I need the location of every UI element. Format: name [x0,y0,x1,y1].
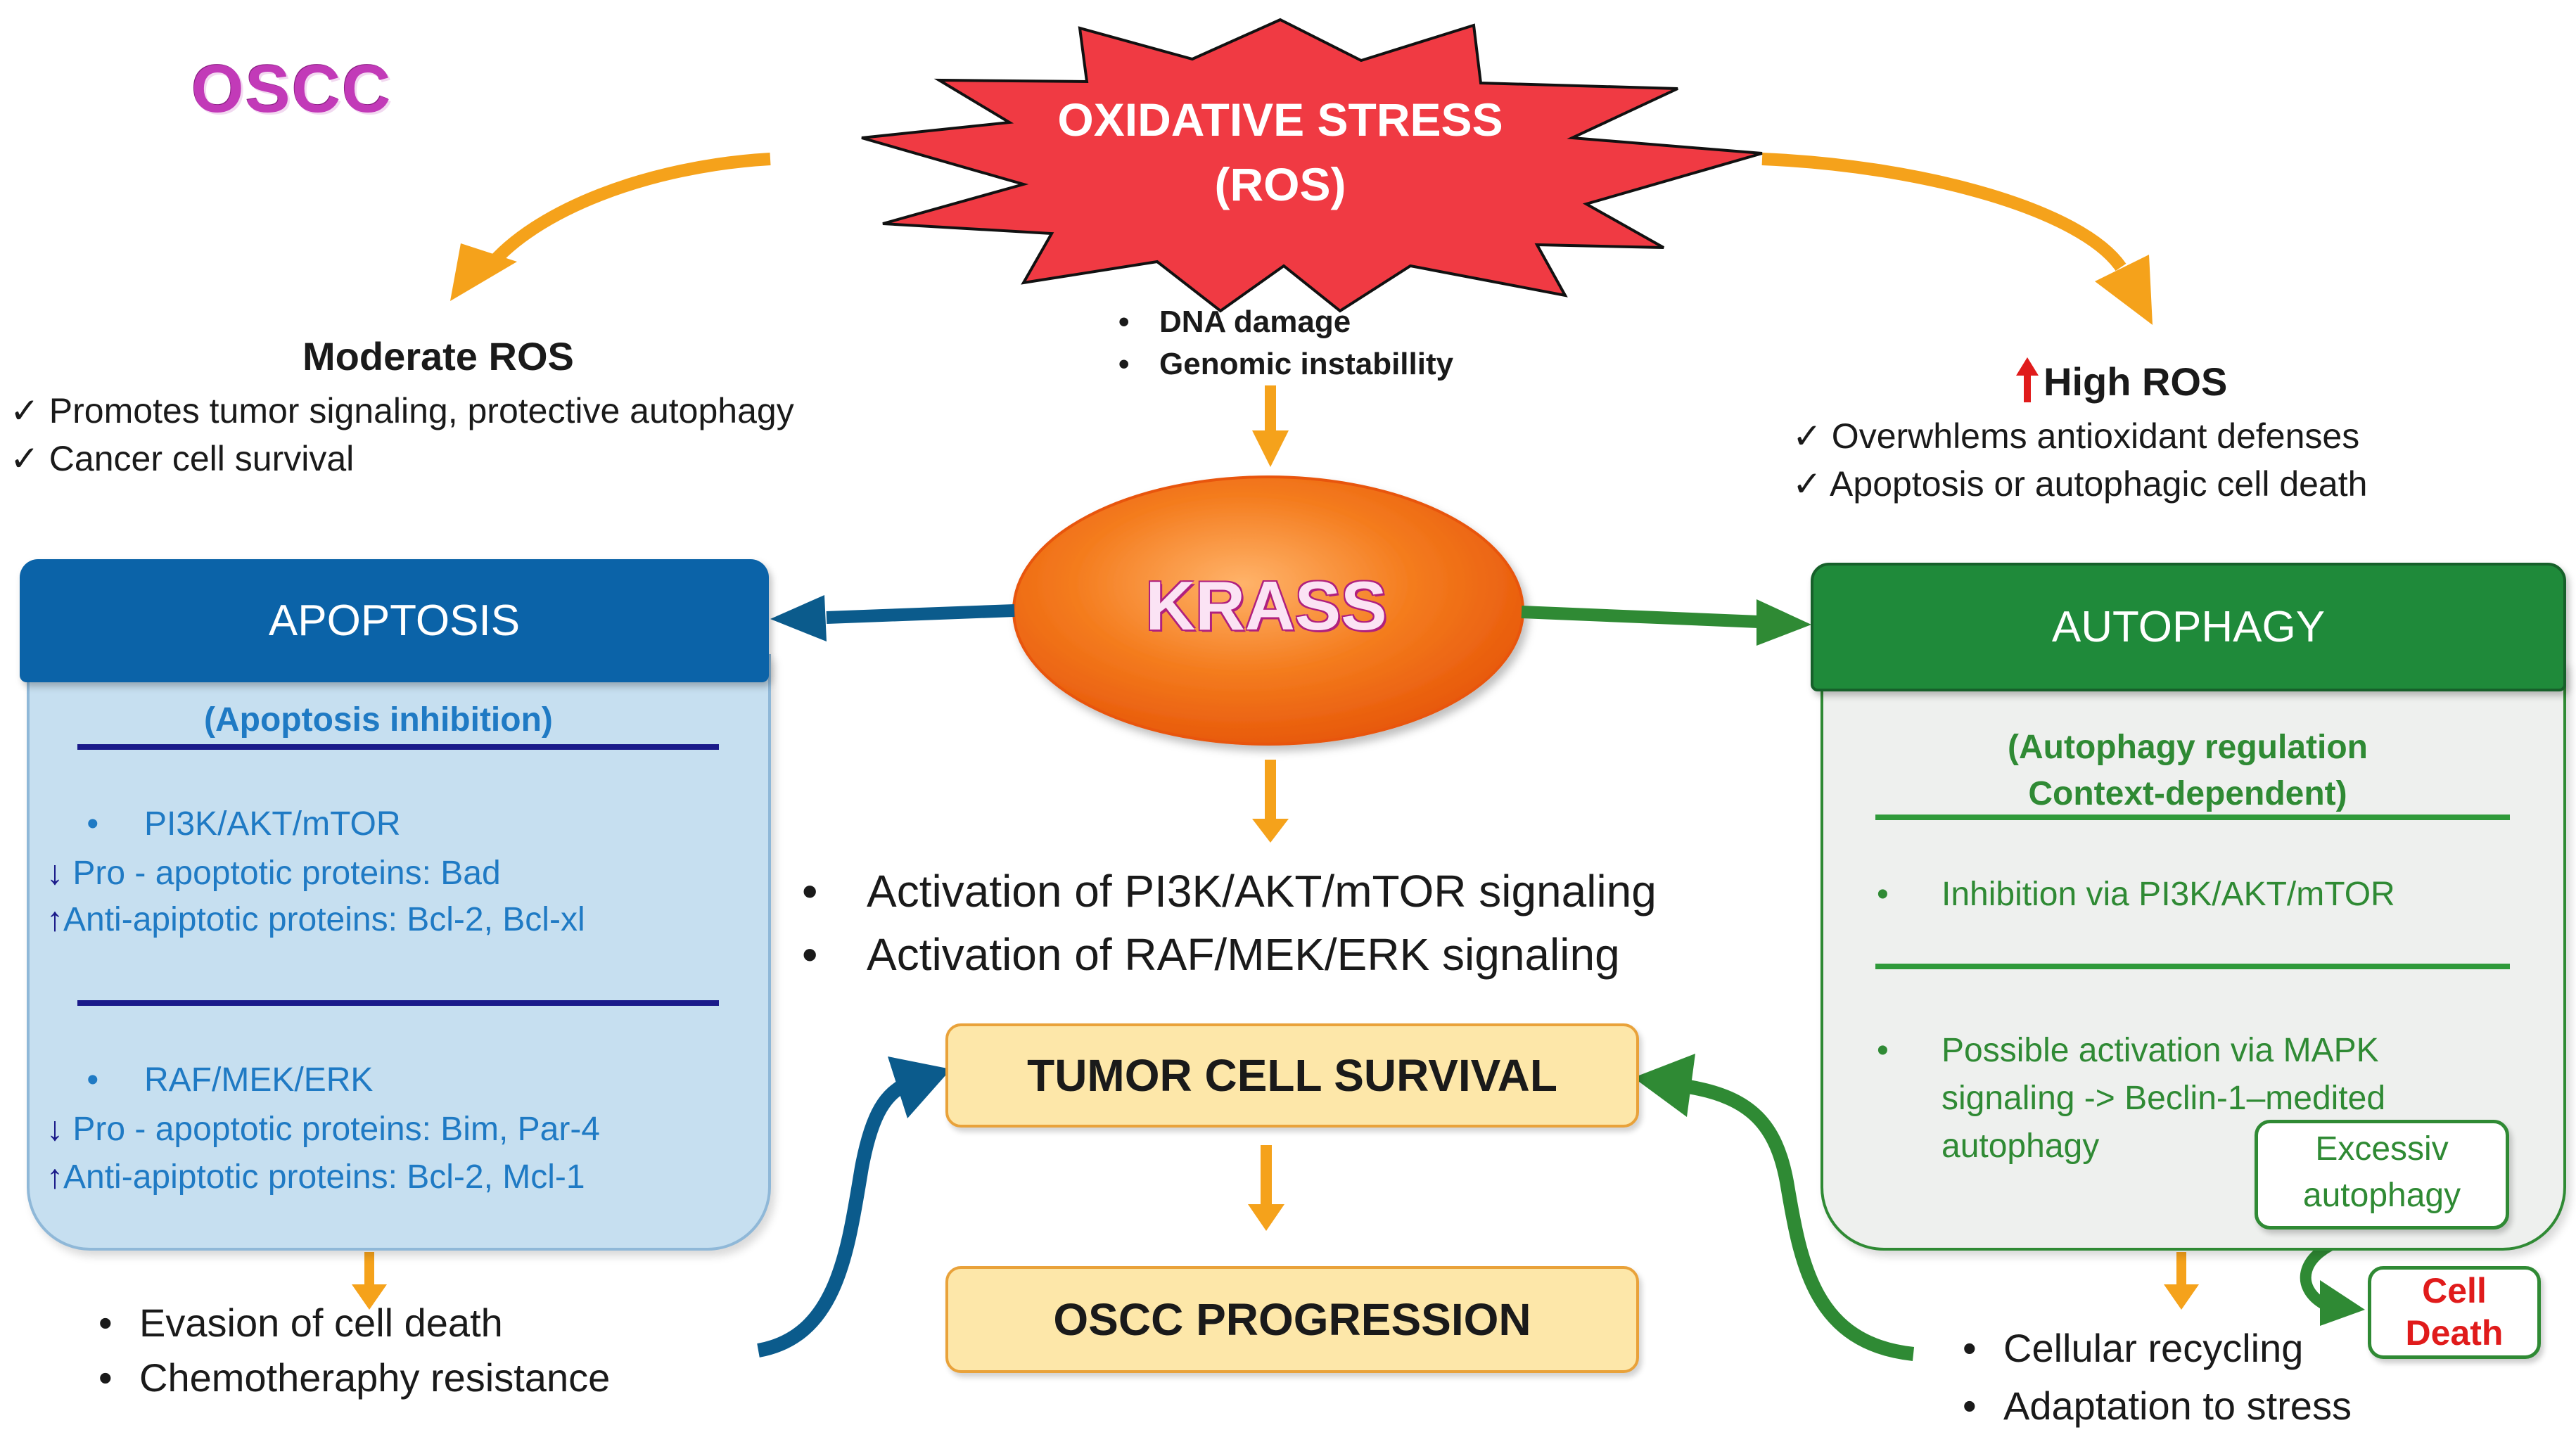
arrow-to-high-ros [1761,153,2127,272]
autophagy-item2-line1: Possible activation via MAPK [1941,1032,2379,1069]
high-ros-heading: High ROS [2043,359,2228,404]
apoptosis-subtitle: (Apoptosis inhibition) [204,701,553,739]
autophagy-subtitle-line1: (Autophagy regulation [2008,729,2368,766]
cell-death-line1: Cell [2422,1271,2487,1310]
autophagy-item2: •Possible activation via MAPK signaling … [1877,1027,2385,1170]
stress-effect-item: DNA damage [1118,301,1453,343]
outcome-item: Evasion of cell death [98,1296,610,1350]
apoptosis-header: APOPTOSIS [20,559,769,682]
pro-apoptotic-label: Pro - apoptotic proteins: Bad [72,855,501,892]
moderate-ros-list: Promotes tumor signaling, protective aut… [10,387,794,483]
up-arrow-icon: ↑ [46,901,63,938]
oxidative-stress-star [861,18,1763,313]
arrow-survival-progression-shaft [1261,1145,1272,1207]
stress-effects-list: DNA damage Genomic instabillity [1118,301,1453,385]
arrow-krass-down-head [1252,819,1289,843]
autophagy-outcomes: Cellular recycling Adaptation to stress [1963,1320,2352,1435]
stress-effect-item: Genomic instabillity [1118,343,1453,385]
apoptosis-group2-pro: ↓ Pro - apoptotic proteins: Bim, Par-4 [46,1110,600,1149]
autophagy-subtitle: (Autophagy regulation Context-dependent) [1871,724,2504,817]
divider [77,1000,719,1006]
oscc-progression-box: OSCC PROGRESSION [945,1266,1639,1373]
arrowhead-apoptosis-survival [888,1056,951,1118]
arrow-krass-apoptosis [826,604,1015,624]
arrow-to-krass-shaft [1265,385,1276,435]
arrowhead-cell-death [2320,1280,2365,1326]
moderate-ros-heading: Moderate ROS [302,334,574,378]
arrow-autophagy-down-head [2164,1284,2199,1310]
arrowhead-apoptosis [770,595,827,641]
autophagy-item2-line3: autophagy [1941,1128,2100,1165]
page-title: OSCC [191,51,393,127]
apoptosis-group1-anti: ↑Anti-apiptotic proteins: Bcl-2, Bcl-xl [46,900,585,939]
arrow-to-krass-head [1252,430,1289,467]
cell-death-box: Cell Death [2368,1266,2541,1359]
arrow-to-moderate-ros [484,153,771,272]
outcome-item: Adaptation to stress [1963,1377,2352,1435]
arrowhead-autophagy-survival [1633,1054,1695,1117]
excessive-autophagy-box: Excessiv autophagy [2255,1120,2509,1230]
arrow-apoptosis-to-survival [757,1077,911,1358]
arrow-krass-autophagy [1521,606,1759,628]
divider [77,744,719,750]
autophagy-item1-label: Inhibition via PI3K/AKT/mTOR [1941,876,2395,913]
up-arrow-head [2016,357,2039,376]
cell-death-line2: Death [2405,1313,2504,1353]
apoptosis-box [27,654,771,1251]
high-ros-item: Overwhlems antioxidant defenses [1792,412,2367,460]
oxidative-stress-label: OXIDATIVE STRESS (ROS) [1013,87,1548,217]
anti-apoptotic-label: Anti-apiptotic proteins: Bcl-2, Bcl-xl [63,901,585,938]
excessive-line1: Excessiv [2315,1130,2449,1168]
arrow-apoptosis-down-shaft [364,1252,374,1287]
arrow-survival-progression-head [1248,1204,1284,1231]
excessive-line2: autophagy [2302,1177,2461,1214]
oxidative-stress-line1: OXIDATIVE STRESS [1057,94,1503,146]
arrow-krass-down-shaft [1265,760,1276,823]
pro-apoptotic-label: Pro - apoptotic proteins: Bim, Par-4 [72,1111,600,1148]
autophagy-item2-line2: signaling -> Beclin-1–medited [1941,1080,2386,1117]
arrowhead-autophagy [1756,599,1811,646]
down-arrow-icon: ↓ [46,855,63,892]
arrowhead-high [2095,255,2153,325]
autophagy-item1: •Inhibition via PI3K/AKT/mTOR [1877,876,2395,913]
apoptosis-group2-anti: ↑Anti-apiptotic proteins: Bcl-2, Mcl-1 [46,1158,585,1196]
apoptosis-group1-pro: ↓ Pro - apoptotic proteins: Bad [46,854,501,893]
divider [1875,815,2510,820]
anti-apoptotic-label: Anti-apiptotic proteins: Bcl-2, Mcl-1 [63,1158,585,1196]
down-arrow-icon: ↓ [46,1111,63,1148]
krass-effect-item: Activation of RAF/MEK/ERK signaling [802,923,1657,986]
apoptosis-outcomes: Evasion of cell death Chemotheraphy resi… [98,1296,610,1405]
arrow-autophagy-to-survival [1687,1080,1915,1361]
outcome-item: Cellular recycling [1963,1320,2352,1377]
moderate-ros-item: Cancer cell survival [10,435,794,483]
up-arrow-icon: ↑ [46,1158,63,1196]
moderate-ros-item: Promotes tumor signaling, protective aut… [10,387,794,435]
krass-effect-item: Activation of PI3K/AKT/mTOR signaling [802,860,1657,923]
arrow-autophagy-down-shaft [2176,1252,2186,1287]
autophagy-subtitle-line2: Context-dependent) [2028,775,2347,812]
divider [1875,964,2510,969]
up-arrow-shaft [2024,373,2031,402]
oxidative-stress-line2: (ROS) [1214,158,1346,210]
krass-label: KRASS [1145,567,1387,644]
high-ros-list: Overwhlems antioxidant defenses Apoptosi… [1792,412,2367,508]
pathway-label: PI3K/AKT/mTOR [144,805,401,843]
arrowhead-moderate [450,243,517,301]
tumor-cell-survival-box: TUMOR CELL SURVIVAL [945,1023,1639,1128]
apoptosis-group1-pathway: •PI3K/AKT/mTOR [77,805,401,843]
autophagy-header: AUTOPHAGY [1811,563,2566,691]
outcome-item: Chemotheraphy resistance [98,1350,610,1405]
apoptosis-group2-pathway: •RAF/MEK/ERK [77,1061,374,1099]
high-ros-item: Apoptosis or autophagic cell death [1792,460,2367,508]
krass-effects-list: Activation of PI3K/AKT/mTOR signaling Ac… [802,860,1657,986]
pathway-label: RAF/MEK/ERK [144,1061,374,1099]
